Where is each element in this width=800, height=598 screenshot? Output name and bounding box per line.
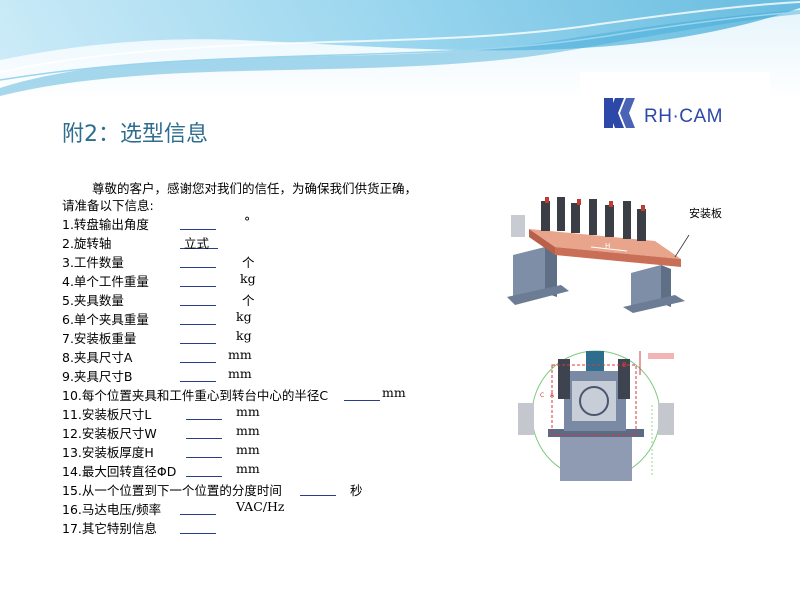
input-blank[interactable]: [344, 400, 380, 401]
input-blank[interactable]: [180, 305, 216, 306]
input-blank[interactable]: [186, 457, 222, 458]
input-blank[interactable]: [180, 381, 216, 382]
logo-text: RH·CAM: [644, 106, 723, 127]
intro-text: 尊敬的客户，感谢您对我们的信任，为确保我们供货正确， 请准备以下信息:: [62, 180, 442, 214]
diagram-label-b: B: [622, 361, 627, 369]
input-blank[interactable]: [186, 438, 222, 439]
input-blank[interactable]: [180, 343, 216, 344]
input-blank[interactable]: [186, 419, 222, 420]
input-blank[interactable]: [180, 267, 216, 268]
company-logo: RH·CAM: [580, 72, 770, 170]
intro-line-2: 请准备以下信息:: [62, 198, 154, 213]
input-blank[interactable]: [180, 324, 216, 325]
turntable-dimension-drawing: B C A: [518, 345, 688, 485]
input-blank[interactable]: [180, 286, 216, 287]
input-blank[interactable]: [180, 514, 216, 515]
diagram-label-c: C: [540, 392, 544, 399]
diagram-label-h: H: [605, 242, 610, 250]
diagram-label-a: A: [550, 392, 555, 399]
input-blank[interactable]: [180, 533, 216, 534]
turntable-fixture-3d-image: H: [505, 175, 690, 315]
input-blank[interactable]: [180, 229, 216, 230]
mounting-plate-callout: 安装板: [689, 207, 722, 220]
input-blank[interactable]: [300, 495, 336, 496]
page-title: 附2：选型信息: [62, 122, 208, 147]
rh-logo-mark-icon: [604, 98, 635, 128]
intro-line-1: 尊敬的客户，感谢您对我们的信任，为确保我们供货正确，: [92, 181, 418, 196]
input-blank[interactable]: [186, 476, 222, 477]
input-blank[interactable]: [180, 362, 216, 363]
header-wave-decoration: [0, 0, 800, 100]
input-blank[interactable]: [180, 248, 218, 249]
